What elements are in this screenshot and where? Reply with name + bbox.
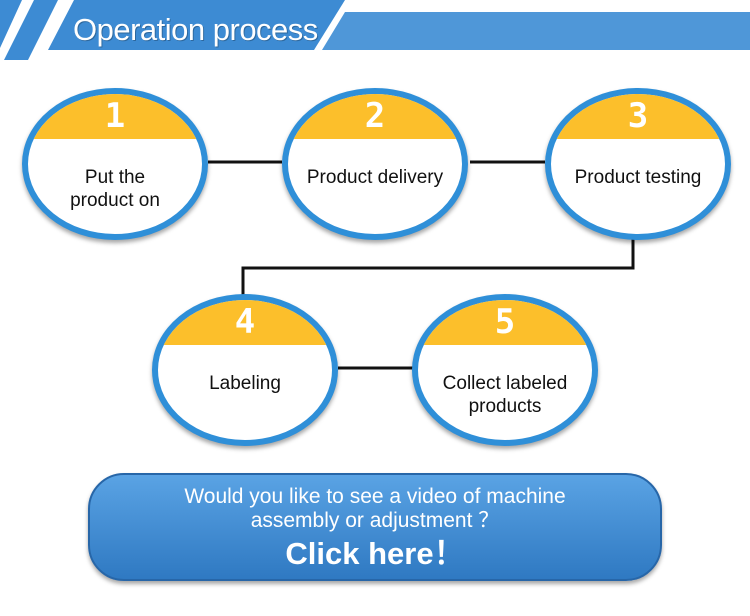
step-2: 2 Product delivery (282, 88, 468, 240)
step-4-label: Labeling (158, 372, 332, 395)
banner-shape (0, 0, 750, 60)
click-here-button[interactable]: Would you like to see a video of machine… (88, 473, 662, 581)
cta-question-line-2: assembly or adjustment ？ (250, 509, 500, 532)
step-5-label: Collect labeled products (418, 372, 592, 418)
step-4-number: 4 (234, 302, 256, 342)
step-1-label-line-1: Put the (84, 167, 146, 188)
step-1-label-line-2: product on (70, 190, 160, 211)
step-1-label: Put the product on (28, 166, 202, 212)
step-4-label-line-1: Labeling (209, 373, 281, 394)
step-3-number: 3 (627, 96, 649, 136)
step-5-label-line-1: Collect labeled (442, 373, 568, 394)
page-title: Operation process (73, 12, 318, 47)
step-2-label: Product delivery (288, 166, 462, 189)
step-3-label: Product testing (551, 166, 725, 189)
header-banner: Operation process (0, 0, 750, 60)
step-3-cap (551, 94, 725, 139)
step-2-label-line-1: Product delivery (306, 167, 444, 188)
step-4-cap (158, 300, 332, 345)
step-3: 3 Product testing (545, 88, 731, 240)
step-2-cap (288, 94, 462, 139)
step-3-label-line-1: Product testing (574, 167, 702, 188)
step-1-number: 1 (104, 96, 126, 136)
cta-question-line-1: Would you like to see a video of machine (184, 485, 566, 508)
step-5: 5 Collect labeled products (412, 294, 598, 446)
cta-question: Would you like to see a video of machine… (90, 485, 660, 533)
step-5-number: 5 (494, 302, 516, 342)
step-1: 1 Put the product on (22, 88, 208, 240)
cta-action-label: Click here！ (285, 536, 465, 571)
connector-3-4 (241, 238, 635, 316)
step-2-number: 2 (364, 96, 386, 136)
step-5-label-line-2: products (468, 396, 542, 417)
step-1-cap (28, 94, 202, 139)
step-5-cap (418, 300, 592, 345)
step-4: 4 Labeling (152, 294, 338, 446)
